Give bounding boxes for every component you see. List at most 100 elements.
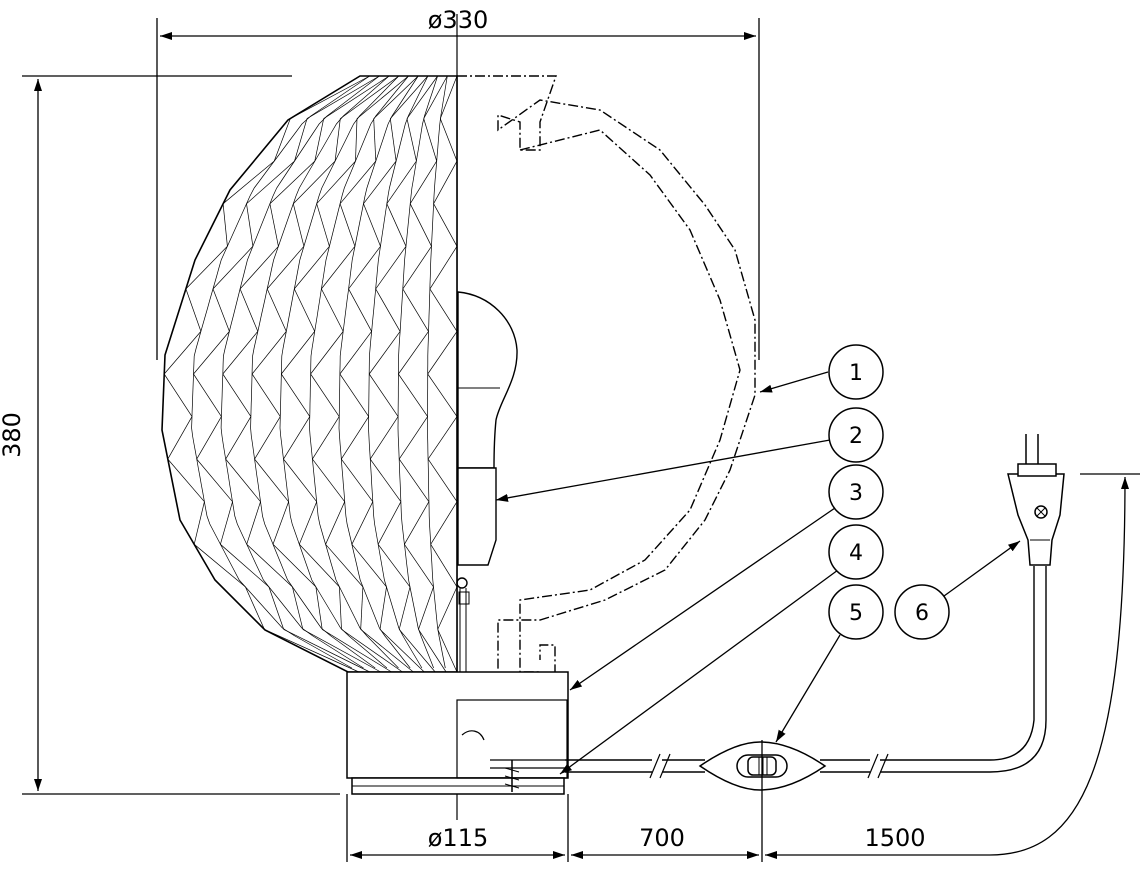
shade-pleat-diagonal — [299, 544, 340, 588]
shade-pleat-diagonal — [185, 288, 202, 332]
shade-pleat-diagonal — [386, 203, 407, 247]
shade-pleat-diagonal — [266, 288, 287, 332]
shade-pleat-diagonal — [404, 501, 430, 545]
shade-pleat-diagonal — [341, 458, 374, 502]
shade-pleat-diagonal — [341, 416, 369, 460]
shade-pleat-diagonal — [427, 416, 458, 460]
shade-pleat-diagonal — [437, 586, 458, 630]
shade-pleat-diagonal — [390, 75, 429, 119]
shade-pleat-diagonal — [196, 416, 222, 460]
shade-pleat-diagonal — [246, 501, 261, 545]
shade-pleat-diagonal — [222, 373, 252, 417]
dimension-shade-diameter-label: ø330 — [428, 6, 489, 34]
shade-pleat-diagonal — [348, 288, 372, 332]
shade-exterior — [161, 75, 458, 673]
callout-2: 2 — [495, 407, 884, 502]
shade-pleat-diagonal — [339, 586, 342, 630]
shade-pleat — [368, 75, 429, 669]
shade-pleat-diagonal — [363, 203, 381, 247]
bulb — [457, 291, 518, 469]
shade-pleat-diagonal — [163, 373, 193, 417]
shade-pleat-diagonal — [369, 458, 402, 502]
shade-pleat-diagonal — [254, 458, 289, 502]
shade-pleat-diagonal — [339, 373, 369, 417]
shade-pleat-diagonal — [246, 203, 254, 247]
shade-pleat-diagonal — [293, 288, 316, 332]
dimension-bottom — [346, 473, 1140, 862]
shade-pleat-diagonal — [268, 586, 285, 630]
shade-pleat-diagonal — [272, 501, 289, 545]
shade-pleat-diagonal — [246, 160, 295, 204]
callout-1-label: 1 — [849, 361, 863, 386]
shade-pleat-diagonal — [427, 331, 458, 375]
shade-pleat-diagonal — [269, 203, 279, 247]
shade-pleat-diagonal — [294, 246, 330, 290]
shade-pleat-diagonal — [340, 75, 400, 119]
shade-pleat-diagonal — [363, 160, 397, 204]
shade-pleat-diagonal — [368, 331, 401, 375]
callout-3-label: 3 — [849, 481, 863, 506]
shade-pleat-diagonal — [369, 416, 399, 460]
shade-pleat-diagonal — [418, 586, 434, 630]
shade-pleat-diagonal — [398, 331, 429, 375]
shade-pleat-diagonal — [398, 629, 436, 673]
shade-pleat-diagonal — [193, 373, 222, 417]
shade-pleat-diagonal — [245, 586, 265, 630]
shade-pleat-diagonal — [310, 373, 340, 417]
shade-pleat-diagonal — [196, 458, 233, 502]
shade-pleat-diagonal — [404, 544, 434, 588]
shade-pleat-diagonal — [360, 586, 364, 630]
shade-pleat-diagonal — [310, 331, 344, 375]
shade-pleat-diagonal — [220, 544, 270, 588]
shade-pleat-diagonal — [222, 331, 259, 375]
shade-pleat-diagonal — [351, 501, 374, 545]
shade-pleat-diagonal — [398, 416, 428, 460]
shade-pleat-diagonal — [377, 501, 402, 545]
shade-pleat-diagonal — [225, 416, 252, 460]
shade-pleat-diagonal — [322, 629, 392, 673]
shade-pleat-diagonal — [430, 501, 458, 545]
shade-pleat-diagonal — [368, 373, 399, 417]
shade-pleat-diagonal — [379, 586, 387, 630]
callout-4-label: 4 — [849, 541, 863, 566]
shade-pleat — [309, 75, 409, 669]
shade-pleat-diagonal — [341, 629, 403, 673]
shade-pleat-diagonal — [373, 75, 419, 119]
dimension-shade-diameter — [156, 18, 760, 360]
shade-pleat-diagonal — [379, 629, 425, 673]
shade-pleat-diagonal — [281, 331, 315, 375]
shade-pleat-diagonal — [167, 416, 193, 460]
shade-pleat-diagonal — [306, 75, 380, 119]
shade-pleat-diagonal — [269, 160, 316, 204]
shade-pleat-diagonal — [246, 544, 293, 588]
shade-pleat-diagonal — [398, 458, 430, 502]
callout-5: 5 — [775, 584, 884, 743]
shade-pleat-diagonal — [439, 118, 458, 162]
shade-pleat-diagonal — [418, 629, 447, 673]
shade-pleat-diagonal — [429, 246, 458, 290]
callout-6-label: 6 — [915, 601, 929, 626]
shade-pleat-diagonal — [239, 288, 259, 332]
shade-pleat-diagonal — [302, 629, 381, 673]
shade-pleat-diagonal — [212, 246, 254, 290]
shade-pleat-diagonal — [193, 544, 246, 588]
shade-pleat-diagonal — [323, 75, 390, 119]
callout-2-label: 2 — [849, 424, 863, 449]
shade-pleat-diagonal — [312, 458, 345, 502]
shade-pleat-diagonal — [321, 288, 344, 332]
shade-pleat-diagonal — [402, 288, 429, 332]
shade-pleat-diagonal — [312, 416, 340, 460]
dimension-base-diameter-label: ø115 — [428, 824, 489, 852]
shade-pleat-diagonal — [316, 160, 356, 204]
shade-pleat — [338, 75, 419, 669]
shade-pleat-diagonal — [339, 331, 372, 375]
callout-3: 3 — [569, 464, 884, 691]
dimension-switch-to-plug-label: 1500 — [864, 824, 925, 852]
shade-pleat-diagonal — [293, 160, 336, 204]
shade-pleat-diagonal — [222, 203, 228, 247]
shade-pleat-diagonal — [298, 501, 318, 545]
shade-pleat-diagonal — [427, 458, 458, 502]
shade-pleat-diagonal — [292, 586, 304, 630]
callout-6: 6 — [894, 540, 1021, 640]
shade-pleat-diagonal — [334, 118, 341, 162]
